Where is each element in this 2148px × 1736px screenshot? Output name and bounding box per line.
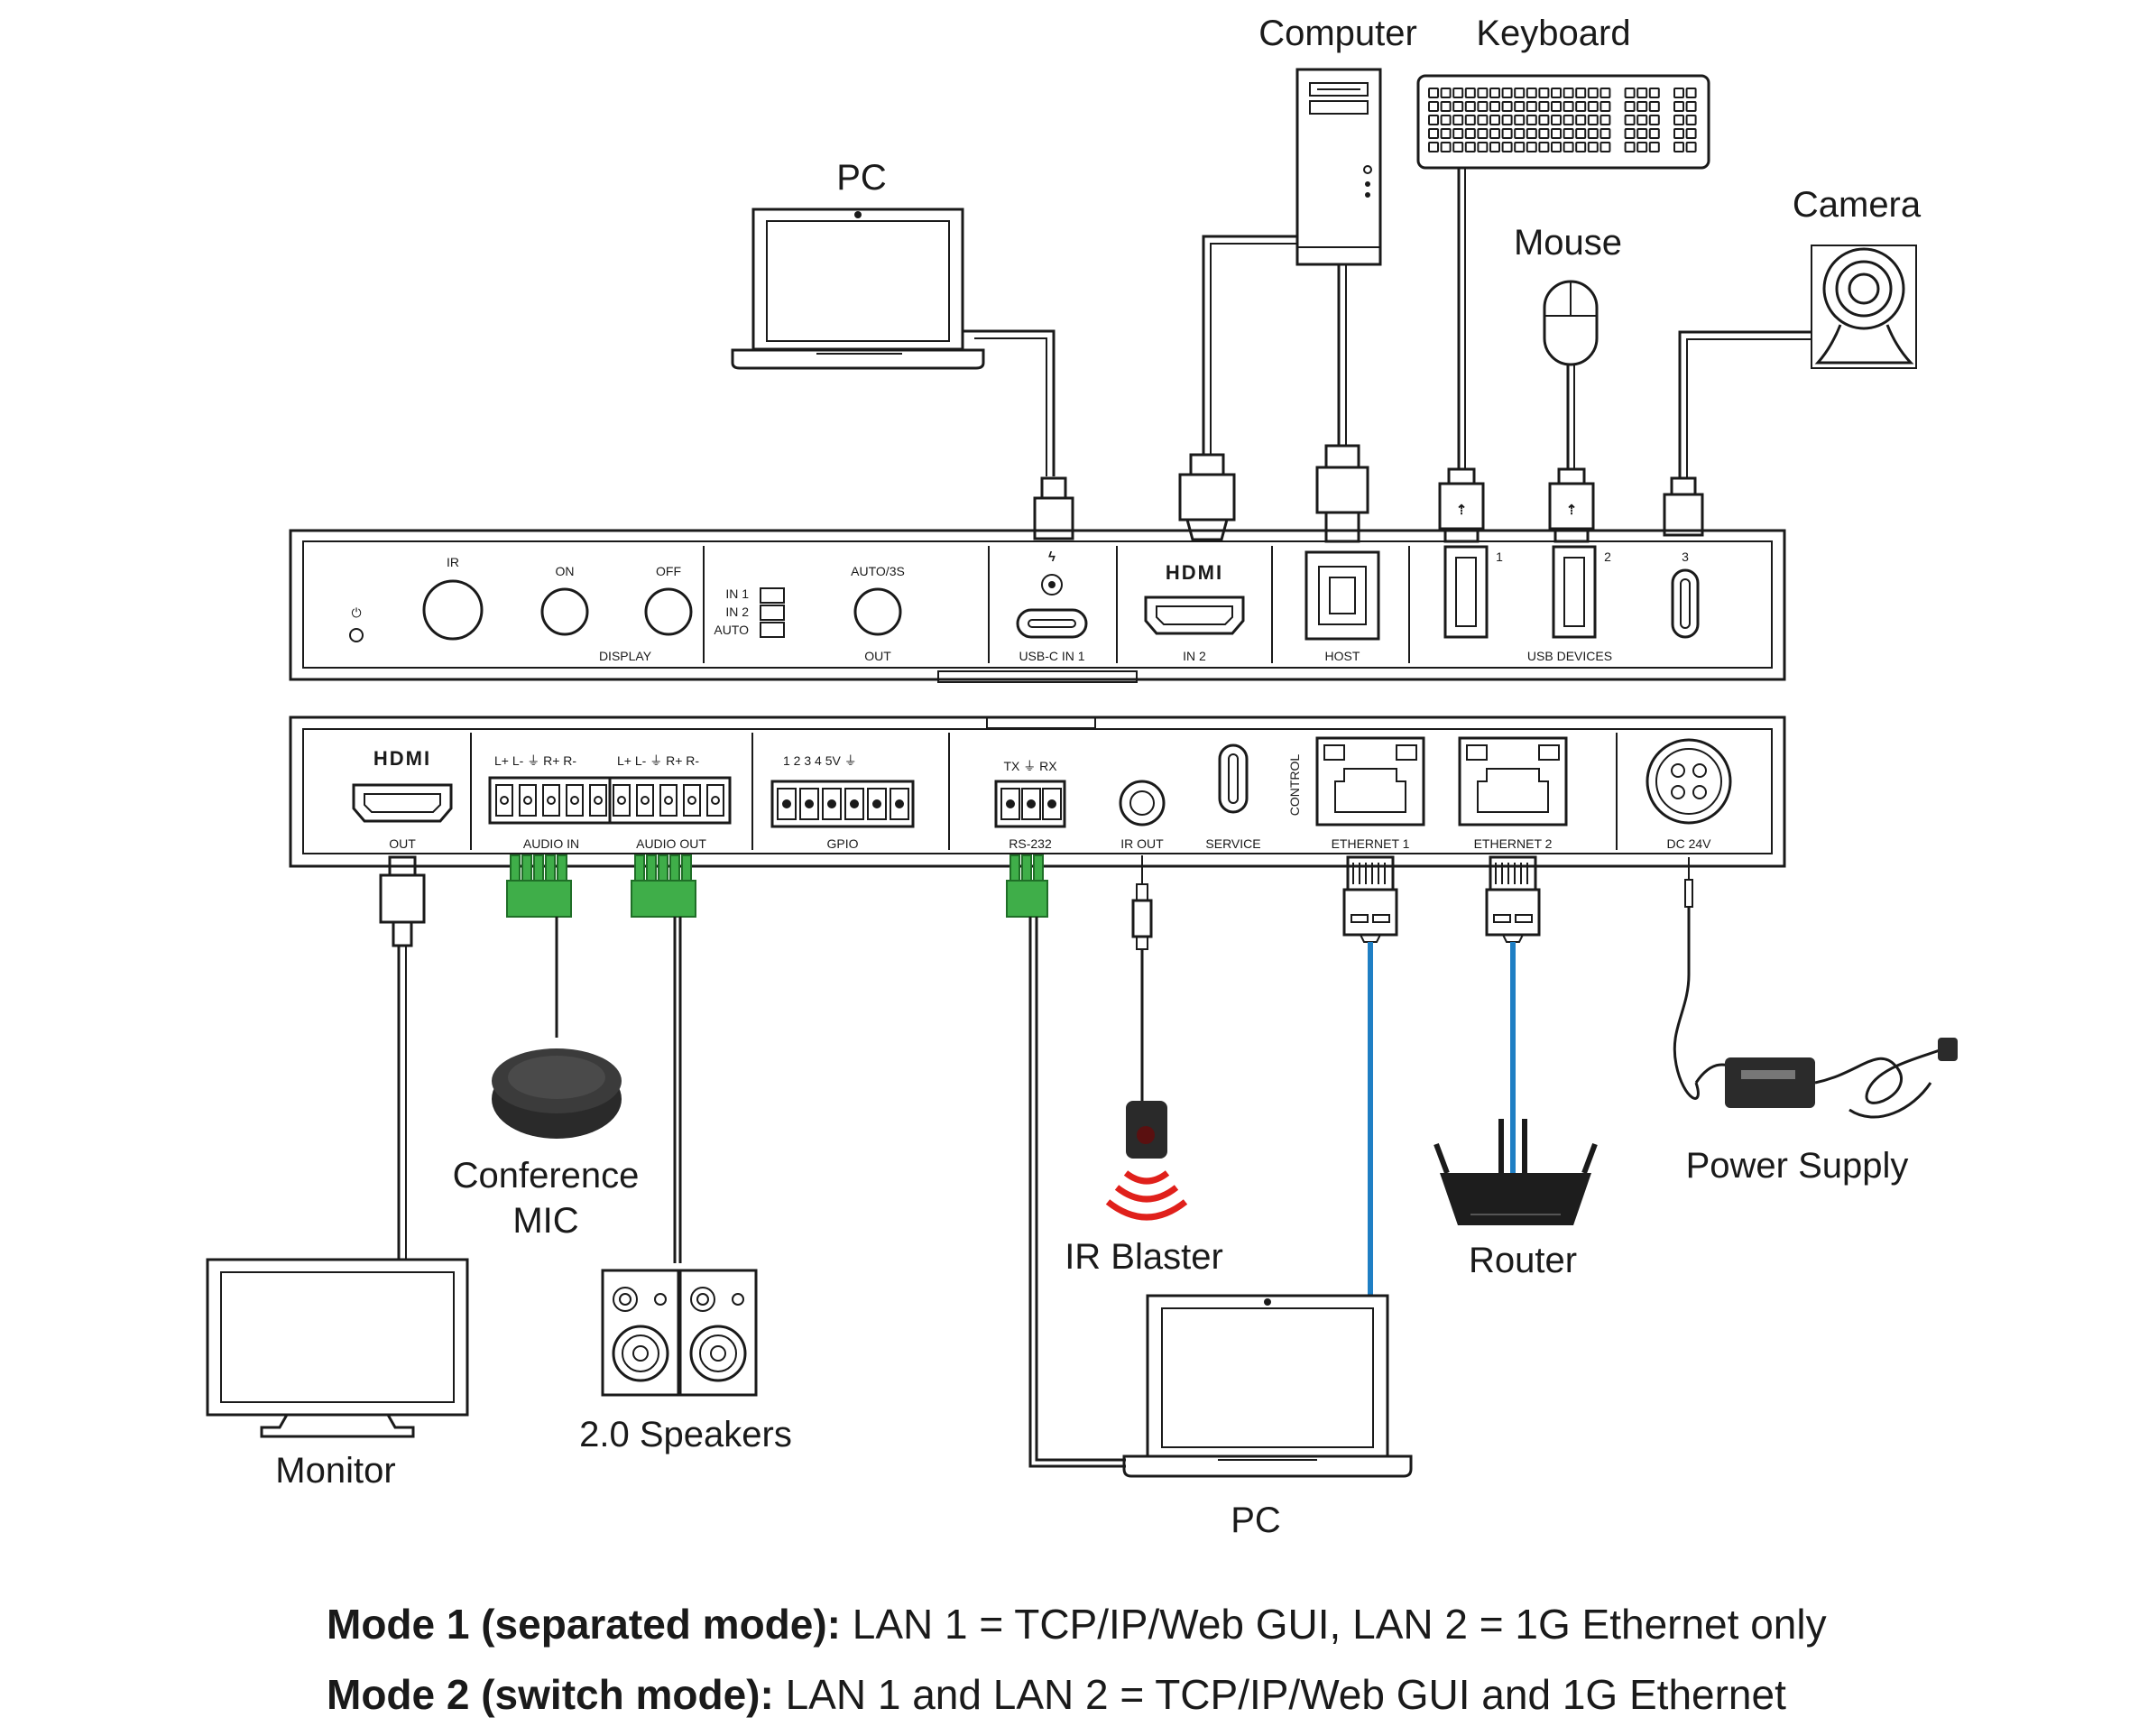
usb-device-port-3[interactable] xyxy=(1671,568,1700,639)
speakers-icon xyxy=(601,1269,758,1397)
hdmi-in-logo: HDMI xyxy=(1166,561,1223,584)
pc-top-label: PC xyxy=(836,158,887,198)
ethernet1-port[interactable] xyxy=(1315,736,1425,826)
hdmi-out-label: OUT xyxy=(389,836,416,851)
status-led-icon xyxy=(349,628,364,642)
mode1-text: LAN 1 = TCP/IP/Web GUI, LAN 2 = 1G Ether… xyxy=(841,1601,1827,1648)
rear-panel: HDMI OUT L+ L- ⏚ R+ R- L+ L- ⏚ R+ R- AUD… xyxy=(289,716,1786,868)
out-label: OUT xyxy=(864,649,891,663)
router-label: Router xyxy=(1469,1241,1577,1280)
in1-led xyxy=(760,587,785,604)
dc24v-label: DC 24V xyxy=(1666,836,1711,851)
in2-port-label: IN 2 xyxy=(1183,649,1206,663)
audio-out-pin-labels: L+ L- ⏚ R+ R- xyxy=(617,753,699,768)
ethernet2-port[interactable] xyxy=(1458,736,1568,826)
ir-out-label: IR OUT xyxy=(1120,836,1164,851)
pc-top-laptop-icon xyxy=(731,208,985,370)
in2-label: IN 2 xyxy=(725,605,749,619)
camera-icon xyxy=(1811,245,1917,369)
usb-num1-label: 1 xyxy=(1496,549,1503,564)
audio-in-pin-labels: L+ L- ⏚ R+ R- xyxy=(494,753,576,768)
service-label: SERVICE xyxy=(1205,836,1260,851)
mode2-line: Mode 2 (switch mode): LAN 1 and LAN 2 = … xyxy=(327,1666,2041,1736)
rs232-pin-labels: TX ⏚ RX xyxy=(1003,759,1057,773)
gpio-pin-labels: 1 2 3 4 5V ⏚ xyxy=(783,753,857,768)
power-icon: ⏻ xyxy=(351,605,361,620)
front-panel: ⏻ IR ON OFF DISPLAY IN 1 IN 2 AUTO AUTO/… xyxy=(289,529,1786,683)
computer-tower-icon xyxy=(1295,68,1382,266)
mode1-label: Mode 1 (separated mode): xyxy=(327,1601,841,1648)
keyboard-icon xyxy=(1416,74,1710,170)
power-delivery-icon: ϟ xyxy=(1048,549,1056,565)
svg-text:⇡: ⇡ xyxy=(1456,503,1468,518)
off-label: OFF xyxy=(656,564,681,578)
ir-out-jack[interactable] xyxy=(1119,780,1166,826)
gpio-label: GPIO xyxy=(826,836,858,851)
ethernet1-label: ETHERNET 1 xyxy=(1332,836,1410,851)
in2-led xyxy=(760,605,785,621)
mode1-line: Mode 1 (separated mode): LAN 1 = TCP/IP/… xyxy=(327,1595,2041,1666)
display-off-button[interactable] xyxy=(644,587,693,636)
conference-mic-label-line1: Conference xyxy=(453,1156,640,1196)
monitor-icon xyxy=(206,1258,469,1438)
power-supply-icon xyxy=(1694,1038,1958,1119)
ir-blaster-label: IR Blaster xyxy=(1065,1237,1223,1277)
speakers-label: 2.0 Speakers xyxy=(579,1415,792,1454)
hdmi-out-logo: HDMI xyxy=(373,747,431,770)
usb-device-port-1[interactable] xyxy=(1443,545,1489,639)
usb-num3-label: 3 xyxy=(1682,549,1689,564)
mode2-label: Mode 2 (switch mode): xyxy=(327,1671,774,1718)
gpio-terminal-block[interactable] xyxy=(770,780,915,828)
computer-label: Computer xyxy=(1258,14,1417,53)
mode-notes: Mode 1 (separated mode): LAN 1 = TCP/IP/… xyxy=(327,1595,2041,1736)
auto-label: AUTO xyxy=(714,623,749,637)
keyboard-label: Keyboard xyxy=(1476,14,1630,53)
top-cables xyxy=(963,168,1812,478)
auto3s-label: AUTO/3S xyxy=(851,564,905,578)
top-plugs: ⇡ ⇡ xyxy=(1033,444,1704,543)
usbc-in1-label: USB-C IN 1 xyxy=(1019,649,1084,663)
host-usb-port[interactable] xyxy=(1304,550,1380,641)
power-supply-label: Power Supply xyxy=(1686,1146,1909,1186)
hdmi-out-port[interactable] xyxy=(352,783,453,823)
mouse-label: Mouse xyxy=(1514,223,1622,263)
conference-mic-icon xyxy=(492,1048,622,1139)
dc24v-power-jack[interactable] xyxy=(1646,738,1732,825)
pc-bottom-laptop-icon xyxy=(1122,1294,1413,1478)
rs232-label: RS-232 xyxy=(1009,836,1052,851)
hdmi-in2-port[interactable] xyxy=(1144,596,1245,635)
svg-text:⇡: ⇡ xyxy=(1566,503,1578,518)
ir-blaster-icon xyxy=(1105,1101,1188,1221)
rs232-terminal-block[interactable] xyxy=(994,780,1066,828)
mouse-icon xyxy=(1543,280,1599,366)
on-label: ON xyxy=(556,564,575,578)
usbc-in1-port[interactable] xyxy=(1016,608,1088,639)
service-port[interactable] xyxy=(1218,743,1249,814)
audio-out-label: AUDIO OUT xyxy=(636,836,706,851)
conference-mic-label-line2: MIC xyxy=(512,1201,578,1241)
display-on-button[interactable] xyxy=(540,587,589,636)
ir-label: IR xyxy=(447,555,459,569)
monitor-label: Monitor xyxy=(275,1451,395,1491)
in1-label: IN 1 xyxy=(725,586,749,601)
host-label: HOST xyxy=(1325,649,1360,663)
auto3s-button[interactable] xyxy=(853,587,902,636)
usb-num2-label: 2 xyxy=(1604,549,1611,564)
camera-label: Camera xyxy=(1793,185,1922,225)
pc-bottom-label: PC xyxy=(1231,1501,1281,1540)
ethernet2-label: ETHERNET 2 xyxy=(1474,836,1553,851)
mode2-text: LAN 1 and LAN 2 = TCP/IP/Web GUI and 1G … xyxy=(773,1671,1786,1718)
ir-sensor xyxy=(422,579,484,641)
display-label: DISPLAY xyxy=(599,649,652,663)
router-icon xyxy=(1434,1119,1598,1225)
usb-device-port-2[interactable] xyxy=(1552,545,1597,639)
auto-led xyxy=(760,622,785,638)
control-label: CONTROL xyxy=(1287,754,1302,817)
bottom-cables xyxy=(379,854,1700,1468)
usb-devices-label: USB DEVICES xyxy=(1527,649,1612,663)
audio-in-label: AUDIO IN xyxy=(523,836,579,851)
pd-indicator-icon xyxy=(1041,574,1063,596)
